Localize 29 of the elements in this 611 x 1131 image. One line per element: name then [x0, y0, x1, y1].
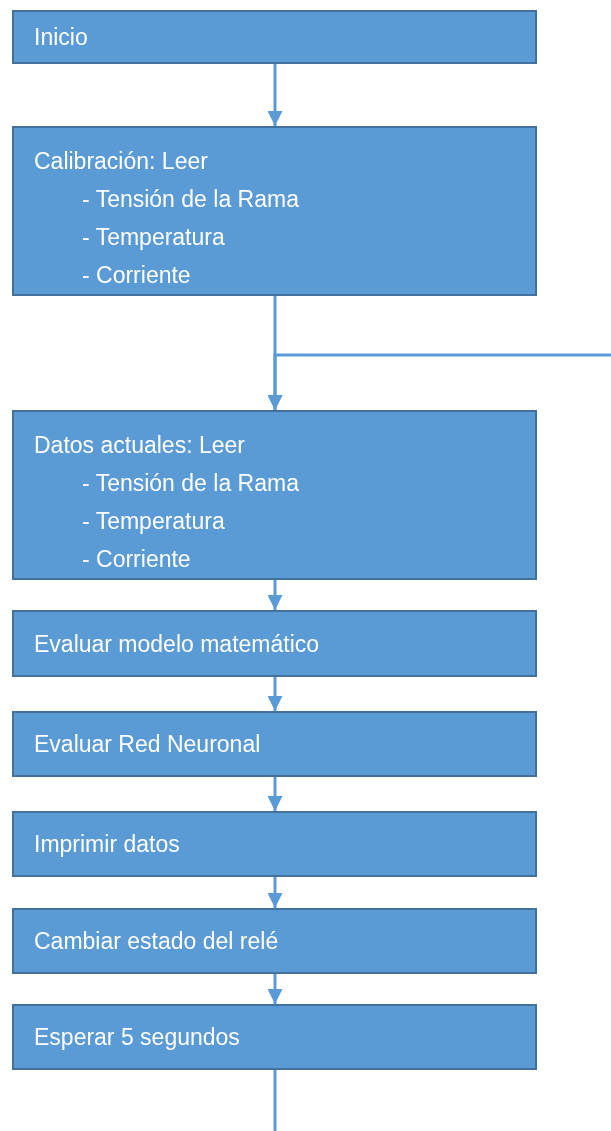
step-title: Datos actuales: Leer [34, 431, 246, 460]
process-box [12, 1004, 537, 1070]
list-item: - Temperatura [81, 223, 226, 252]
arrow [267, 353, 611, 410]
process-box [12, 10, 537, 64]
process-box [12, 711, 537, 777]
step-title: Evaluar modelo matemático [34, 629, 321, 659]
list-item: - Temperatura [81, 507, 226, 536]
step-title: Inicio [34, 23, 89, 52]
arrow [267, 974, 283, 1004]
arrow [267, 877, 283, 908]
arrow [267, 64, 283, 126]
step-title: Cambiar estado del relé [34, 927, 280, 956]
process-box [12, 126, 537, 296]
step-title: Imprimir datos [34, 830, 181, 859]
arrow [267, 777, 283, 811]
process-box [12, 811, 537, 877]
step-title: Calibración: Leer [34, 147, 209, 176]
process-box [12, 410, 537, 580]
list-item: - Corriente [81, 545, 192, 574]
list-item: - Tensión de la Rama [81, 185, 300, 214]
list-item: - Corriente [81, 261, 192, 290]
list-item: - Tensión de la Rama [81, 469, 300, 498]
arrow [267, 677, 283, 711]
step-title: Esperar 5 segundos [34, 1023, 241, 1052]
process-box [12, 610, 537, 677]
process-box [12, 908, 537, 974]
step-title: Evaluar Red Neuronal [34, 730, 262, 759]
arrow [267, 580, 283, 610]
